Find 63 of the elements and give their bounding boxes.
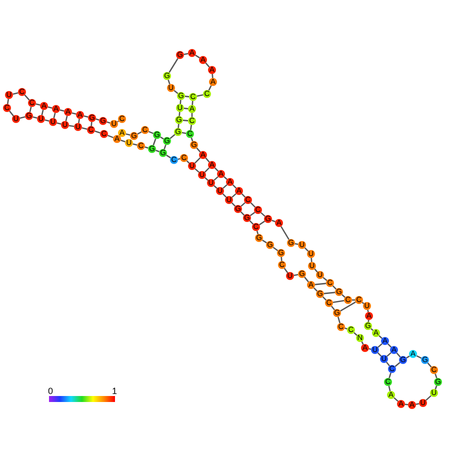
base-pair-line — [258, 220, 266, 226]
backbone-line — [196, 94, 204, 97]
backbone-line — [137, 131, 142, 135]
base-pair-line — [164, 144, 166, 150]
backbone-line — [284, 268, 288, 274]
backbone-line — [310, 258, 312, 262]
backbone-line — [294, 274, 298, 276]
base-pair-line — [184, 96, 190, 98]
base-pair-line — [314, 282, 326, 286]
backbone-line — [168, 58, 178, 73]
backbone-line — [416, 403, 420, 405]
backbone-line — [20, 116, 26, 119]
backbone-line — [184, 53, 188, 55]
backbone-line — [178, 158, 180, 160]
base-pair-line — [78, 118, 80, 124]
backbone-line — [272, 246, 278, 252]
backbone-line — [94, 130, 100, 134]
backbone-line — [180, 100, 182, 104]
backbone-line — [170, 134, 176, 139]
scale-value: 0 — [48, 387, 54, 396]
backbone-line — [168, 80, 170, 84]
backbone-line — [344, 328, 348, 330]
backbone-line — [12, 92, 18, 95]
base-pair-line — [340, 301, 356, 312]
backbone-line — [367, 310, 369, 312]
base-pair-line — [184, 108, 188, 110]
backbone-line — [208, 85, 212, 91]
base-pair-line — [182, 132, 186, 134]
backbone-line — [368, 348, 372, 350]
backbone-line — [117, 120, 119, 122]
scale-value: 1 — [112, 387, 118, 396]
backbone-line — [9, 110, 14, 116]
backbone-line — [294, 243, 298, 245]
backbone-line — [6, 98, 10, 104]
base-pair-line — [53, 112, 56, 118]
base-pair-line — [90, 122, 92, 126]
base-pair-line — [152, 138, 156, 146]
backbone-line — [192, 100, 194, 106]
backbone-line — [337, 316, 341, 324]
backbone-line — [108, 134, 114, 138]
backbone-line — [120, 140, 126, 142]
backbone-line — [148, 130, 154, 134]
backbone-line — [178, 112, 180, 116]
base-pair-line — [29, 106, 32, 112]
backbone-line — [212, 74, 214, 78]
base-pair-line — [250, 212, 256, 216]
backbone-line — [388, 386, 391, 392]
backbone-line — [68, 124, 74, 128]
base-pair-line — [65, 116, 68, 122]
backbone-line — [434, 374, 438, 378]
backbone-line — [178, 124, 180, 128]
backbone-line — [190, 124, 192, 130]
backbone-line — [416, 355, 422, 359]
backbone-line — [82, 127, 88, 130]
base-pair-line — [332, 300, 344, 304]
backbone-line — [304, 276, 309, 282]
backbone-line — [280, 256, 282, 262]
backbone-line — [388, 372, 392, 378]
base-pair-line — [182, 120, 188, 122]
base-pair-line — [394, 362, 400, 367]
backbone-line — [280, 226, 290, 240]
base-pair-line — [324, 292, 336, 294]
base-pair-line — [41, 110, 44, 116]
